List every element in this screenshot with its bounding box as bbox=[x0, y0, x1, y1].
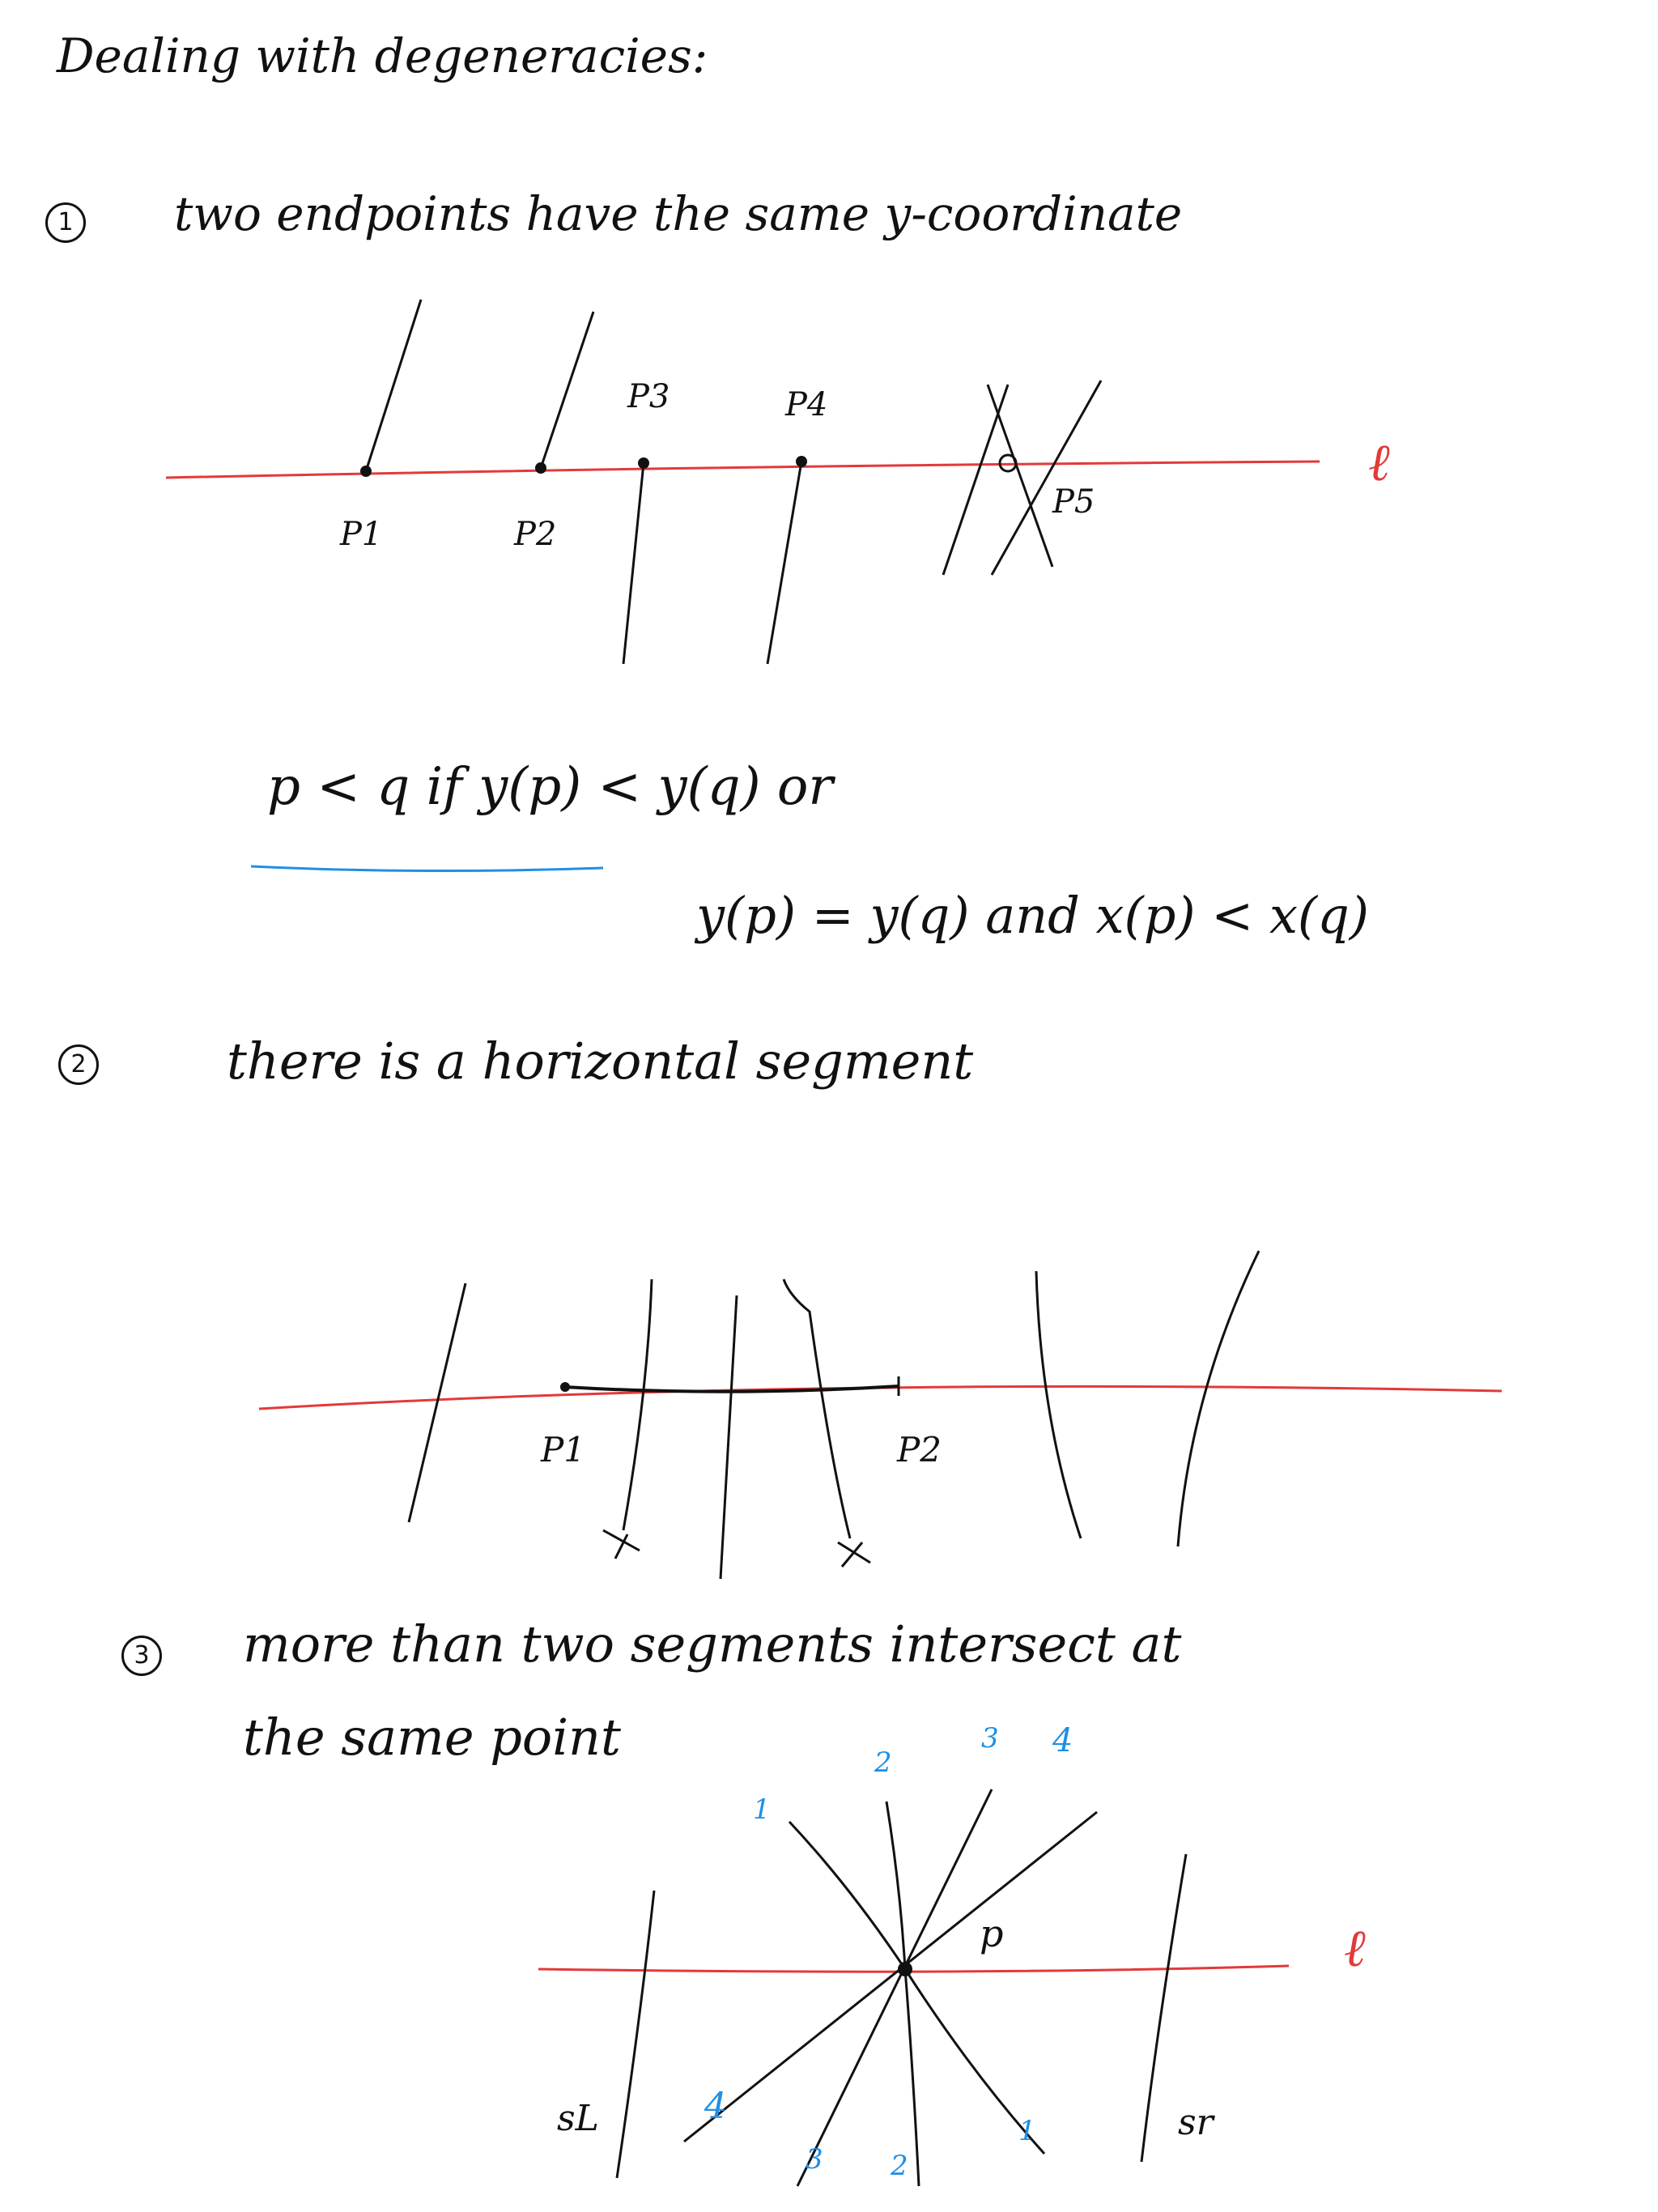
left-segment-label: sL bbox=[557, 2098, 599, 2139]
right-segment-label: sr bbox=[1178, 2102, 1214, 2143]
case1-point-3: P3 bbox=[627, 378, 670, 415]
lower-order-2: 2 bbox=[891, 2150, 908, 2182]
lower-order-4: 4 bbox=[704, 2086, 727, 2127]
upper-order-2: 2 bbox=[874, 1746, 892, 1779]
lower-order-3: 3 bbox=[806, 2143, 823, 2176]
case1-sweep-mark: ℓ bbox=[1368, 433, 1390, 493]
case1-point-1: P1 bbox=[340, 516, 383, 553]
case1-number: 1 bbox=[45, 202, 86, 243]
upper-order-4: 4 bbox=[1052, 1722, 1073, 1759]
intersection-point-label: p bbox=[980, 1912, 1004, 1955]
case3-sweep-mark: ℓ bbox=[1344, 1919, 1366, 1979]
case3-number: 3 bbox=[121, 1636, 162, 1676]
heading: Dealing with degeneracies: bbox=[57, 28, 708, 83]
case2-text: there is a horizontal segment bbox=[227, 1032, 974, 1091]
case1-point-5: P5 bbox=[1052, 483, 1095, 521]
upper-order-1: 1 bbox=[753, 1793, 771, 1826]
case2-point-2: P2 bbox=[897, 1430, 942, 1470]
order-rule-line1: p < q if y(p) < y(q) or bbox=[267, 757, 833, 817]
case1-text: two endpoints have the same y-coordinate bbox=[174, 186, 1183, 241]
case2-number: 2 bbox=[58, 1044, 99, 1085]
case1-point-4: P4 bbox=[785, 386, 828, 423]
lower-order-1: 1 bbox=[1018, 2115, 1036, 2147]
case1-point-2: P2 bbox=[514, 516, 557, 553]
upper-order-3: 3 bbox=[981, 1722, 999, 1755]
case3-text-line2: the same point bbox=[243, 1708, 621, 1767]
case2-point-1: P1 bbox=[541, 1430, 585, 1470]
order-rule-line2: y(p) = y(q) and x(p) < x(q) bbox=[696, 886, 1369, 945]
case3-text-line1: more than two segments intersect at bbox=[243, 1614, 1182, 1674]
